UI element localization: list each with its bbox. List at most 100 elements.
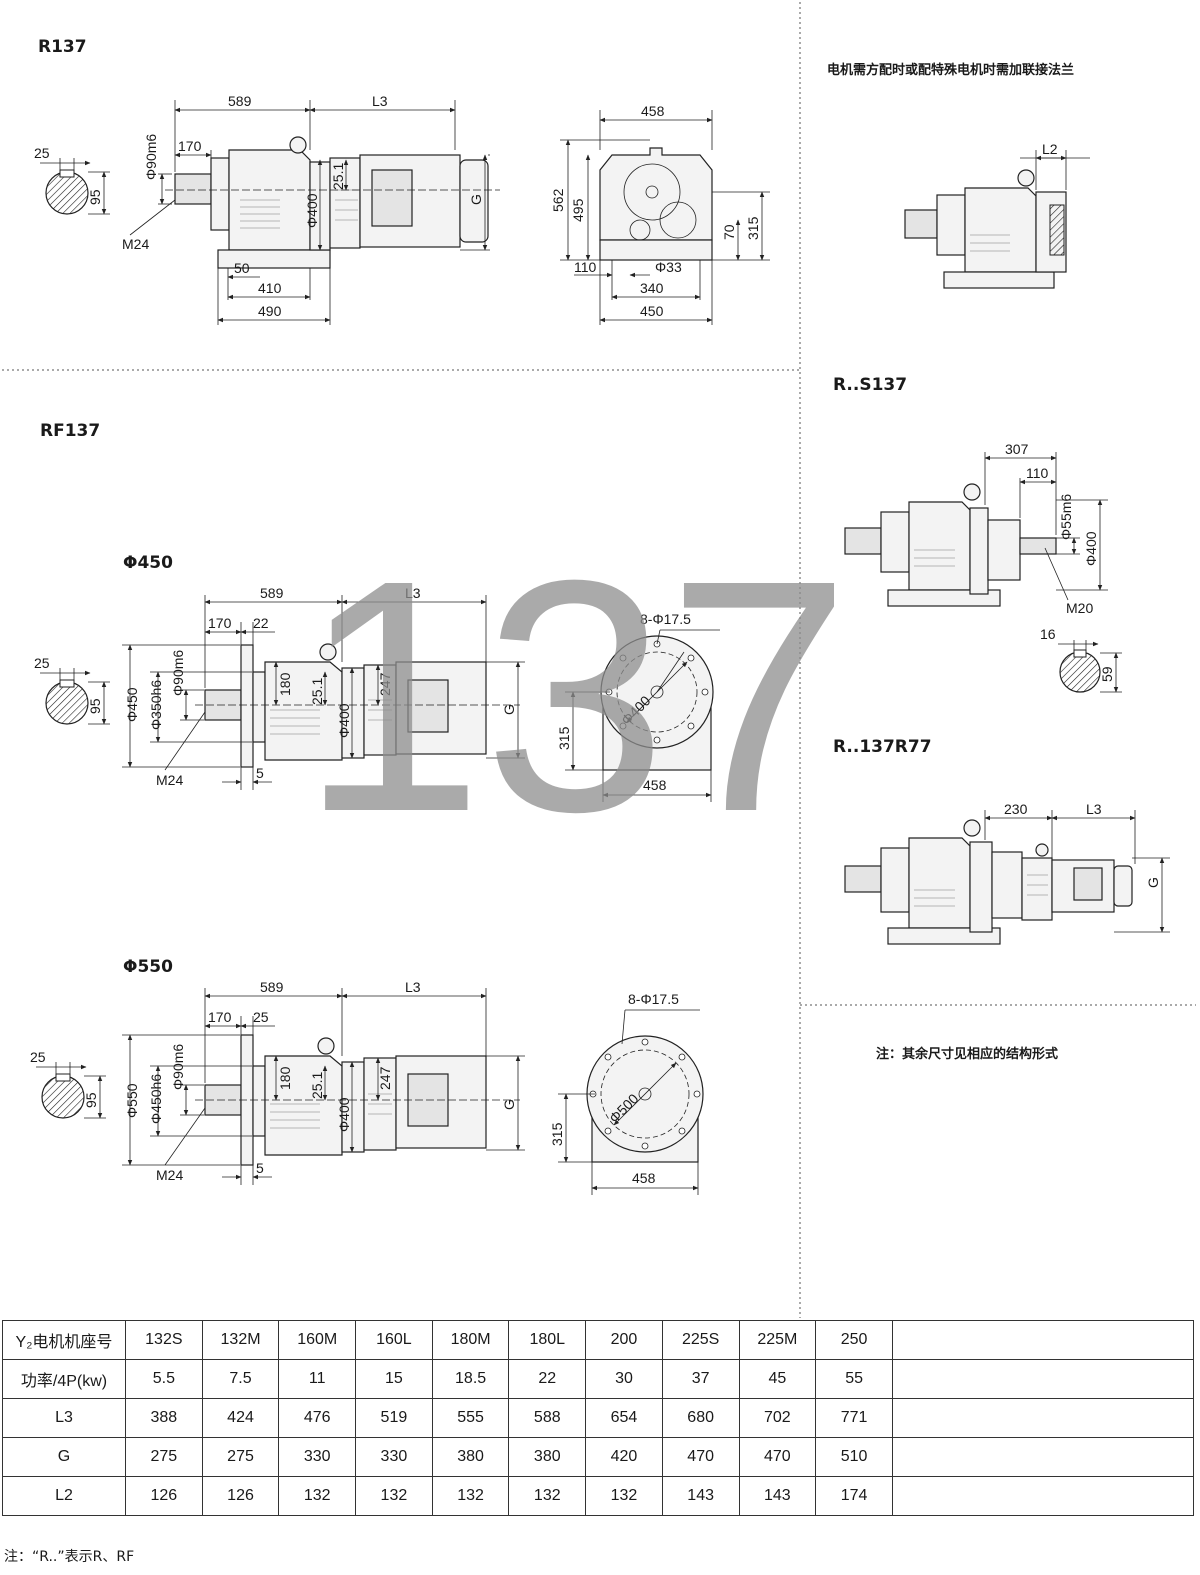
rf450-dim-m24: M24 — [156, 772, 183, 788]
shaft-section-icon — [45, 171, 89, 215]
rf450-dim-phi350h6: Φ350h6 — [148, 680, 164, 730]
table-cell-empty — [892, 1437, 1194, 1477]
table-cell: 22 — [508, 1359, 587, 1399]
rf450-end-dim-315: 315 — [556, 726, 572, 750]
rf450-end-dim-458: 458 — [643, 777, 667, 793]
rf450-dim-589: 589 — [260, 585, 284, 601]
table-cell: 702 — [738, 1398, 817, 1438]
r137-dim-phi90m6: Φ90m6 — [143, 134, 159, 180]
table-cell: 330 — [278, 1437, 357, 1477]
rs137-key-height: 59 — [1099, 666, 1115, 682]
table-cell: 180L — [508, 1320, 587, 1360]
table-cell: 37 — [661, 1359, 740, 1399]
table-cell: 132 — [355, 1476, 433, 1516]
table-row: L3 388 424 476 519 555 588 654 680 702 7… — [2, 1398, 1194, 1438]
r137-end-dim-phi33: Φ33 — [655, 259, 682, 275]
table-cell-empty — [892, 1320, 1194, 1360]
rf550-view: Φ550 25 95 589 L3 170 25 — [30, 957, 525, 1185]
table-cell: 250 — [815, 1320, 893, 1360]
table-cell: 11 — [278, 1359, 357, 1399]
other-dims-note: 注：其余尺寸见相应的结构形式 — [876, 1046, 1058, 1062]
rf450-lifting-eye-icon — [319, 643, 337, 661]
rf450-dim-l3: L3 — [405, 585, 421, 601]
rf450-dim-180: 180 — [277, 672, 293, 696]
rs137-lifting-eye-icon — [963, 483, 981, 501]
table-cell: 132 — [431, 1476, 510, 1516]
r137-dim-410: 410 — [258, 280, 282, 296]
rf450-shaft-section-icon — [45, 681, 89, 725]
rf550-dim-247: 247 — [377, 1066, 393, 1090]
row-header: 功率/4P(kw) — [2, 1359, 126, 1399]
table-cell: 45 — [738, 1359, 817, 1399]
rf450-dim-g: G — [501, 704, 517, 715]
r137-key-width: 25 — [34, 145, 50, 161]
rf137-title: RF137 — [40, 421, 100, 441]
table-cell: 476 — [278, 1398, 357, 1438]
table-cell: 15 — [355, 1359, 433, 1399]
rf550-dim-170: 170 — [208, 1009, 232, 1025]
rf450-end-view: 8-Φ17.5 Φ400 315 458 — [556, 611, 720, 802]
rs137-dim-phi400: Φ400 — [1083, 531, 1099, 566]
rf450-view: RF137 Φ450 25 95 589 L3 170 — [34, 421, 525, 790]
rf450-flange — [240, 644, 254, 768]
table-cell: 380 — [508, 1437, 587, 1477]
rs137-view: R..S137 307 110 Φ55m6 Φ400 M20 16 59 — [833, 375, 1122, 693]
rf550-dim-m24: M24 — [156, 1167, 183, 1183]
rf550-end-view: 8-Φ17.5 Φ500 315 458 — [549, 991, 704, 1195]
r137-end-view: 458 562 495 315 70 110 Φ33 340 450 — [550, 103, 770, 325]
spec-table: Y₂电机机座号 132S 132M 160M 160L 180M 180L 20… — [2, 1320, 1194, 1516]
rs137-key-width: 16 — [1040, 626, 1056, 642]
rs137-shaft-section-icon — [1059, 651, 1101, 693]
rf550-dim-5: 5 — [256, 1160, 264, 1176]
r137r77-lifting-eye-icon — [963, 819, 981, 837]
rf550-end-holes: 8-Φ17.5 — [628, 991, 679, 1007]
r137-view: R137 25 95 589 L3 — [34, 37, 500, 325]
r137-end-dim-315: 315 — [745, 216, 761, 240]
rs137-input-shaft — [1019, 537, 1057, 555]
rs137-dim-307: 307 — [1005, 441, 1029, 457]
rf450-key-height: 95 — [87, 698, 103, 714]
table-cell: 225S — [661, 1320, 740, 1360]
table-cell-empty — [892, 1398, 1194, 1438]
table-cell: 143 — [738, 1476, 817, 1516]
table-cell: 470 — [661, 1437, 740, 1477]
r137-end-dim-458: 458 — [641, 103, 665, 119]
r137-dim-g: G — [468, 194, 484, 205]
rf450-dim-5: 5 — [256, 765, 264, 781]
r137r77-dim-230: 230 — [1004, 801, 1028, 817]
table-cell: 5.5 — [125, 1359, 203, 1399]
rf550-key-width: 25 — [30, 1049, 46, 1065]
flange-detail-view: L2 — [904, 141, 1090, 289]
r137-key-height: 95 — [87, 189, 103, 205]
rf550-dim-l3: L3 — [405, 979, 421, 995]
r137-dim-50: 50 — [234, 260, 250, 276]
table-cell: 519 — [355, 1398, 433, 1438]
footnote: 注：“R..”表示R、RF — [4, 1549, 135, 1565]
drawing-sheet: R137 25 95 589 L3 — [2, 2, 1196, 1318]
r137-end-dim-110: 110 — [574, 259, 597, 275]
r137r77-dim-g: G — [1145, 877, 1161, 888]
table-cell: 654 — [585, 1398, 663, 1438]
rf550-lifting-eye-icon — [317, 1037, 335, 1055]
table-cell: 132 — [508, 1476, 587, 1516]
table-cell: 18.5 — [431, 1359, 510, 1399]
table-row: 功率/4P(kw) 5.5 7.5 11 15 18.5 22 30 37 45… — [2, 1359, 1194, 1399]
table-cell: 771 — [815, 1398, 893, 1438]
rf550-dim-589: 589 — [260, 979, 284, 995]
r137-end-dim-495: 495 — [570, 198, 586, 222]
r137-dim-589: 589 — [228, 93, 252, 109]
rf450-key-width: 25 — [34, 655, 50, 671]
rf450-dim-phi400: Φ400 — [336, 703, 352, 738]
table-cell: 30 — [585, 1359, 663, 1399]
table-cell: 420 — [585, 1437, 663, 1477]
r137-output-shaft — [174, 173, 212, 205]
r137-dim-490: 490 — [258, 303, 282, 319]
rf550-dim-phi400: Φ400 — [336, 1097, 352, 1132]
table-cell: 7.5 — [201, 1359, 280, 1399]
rf450-dim-22: 22 — [253, 615, 269, 631]
r137r77-view: R..137R77 230 L3 G — [833, 737, 1170, 945]
table-cell: 200 — [585, 1320, 663, 1360]
table-cell: 588 — [508, 1398, 587, 1438]
table-cell: 132S — [125, 1320, 203, 1360]
rf450-end-holes: 8-Φ17.5 — [640, 611, 691, 627]
